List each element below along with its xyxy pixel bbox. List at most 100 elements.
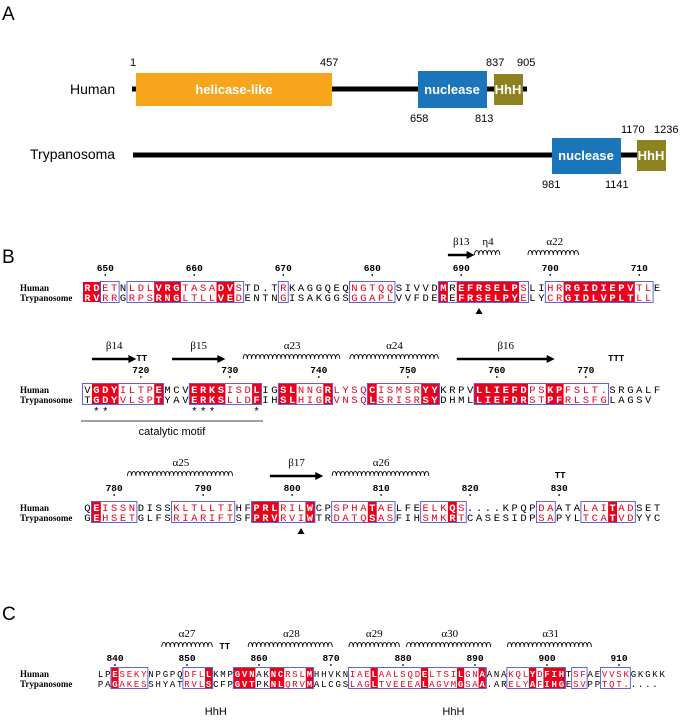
residue: R xyxy=(280,513,287,525)
residue: K xyxy=(263,670,269,680)
residue: A xyxy=(386,670,392,680)
residue: G xyxy=(271,385,277,397)
ruler-dot xyxy=(139,376,142,378)
residue: L xyxy=(476,395,482,407)
ss-label: η4 xyxy=(482,236,494,248)
residue: E xyxy=(400,680,405,690)
ruler-number: 800 xyxy=(284,483,301,494)
row-label-human: Human xyxy=(20,283,49,293)
residue: V xyxy=(396,293,403,305)
ss-label: β15 xyxy=(190,340,207,352)
residue: N xyxy=(472,670,477,680)
ruler-number: 680 xyxy=(364,263,381,274)
residue: S xyxy=(111,513,117,525)
residue: E xyxy=(595,670,600,680)
residue: S xyxy=(616,670,621,680)
residue: K xyxy=(440,513,447,525)
residue: . xyxy=(494,503,500,515)
residue: L xyxy=(583,503,589,515)
residue: C xyxy=(173,385,179,397)
similarity-box xyxy=(99,281,120,303)
identity-highlight xyxy=(545,384,564,404)
residue: T xyxy=(138,385,144,397)
residue: L xyxy=(236,395,242,407)
ruler-dot xyxy=(618,664,620,666)
residue: . xyxy=(645,680,650,690)
ruler-number: 770 xyxy=(577,365,594,376)
turn-marker: TTT xyxy=(608,354,625,364)
residue: S xyxy=(573,670,578,680)
ruler-number: 750 xyxy=(399,365,416,376)
residue: A xyxy=(501,670,507,680)
residue: W xyxy=(307,513,314,525)
residue: K xyxy=(289,283,296,295)
residue: E xyxy=(102,283,108,295)
residue: G xyxy=(316,385,322,397)
residue: R xyxy=(285,670,291,680)
residue: R xyxy=(280,283,287,295)
residue: Y xyxy=(565,513,572,525)
residue: M xyxy=(396,385,402,397)
human-hhh-label: HhH xyxy=(495,82,522,97)
identity-highlight xyxy=(421,668,429,688)
hhh-motif-label: HhH xyxy=(205,706,227,718)
residue: R xyxy=(556,293,563,305)
residue: Y xyxy=(511,293,518,305)
residue: P xyxy=(529,503,535,515)
residue: C xyxy=(278,670,284,680)
residue: F xyxy=(244,513,250,525)
residue: Y xyxy=(422,385,429,397)
residue: R xyxy=(262,513,269,525)
residue: K xyxy=(134,670,140,680)
residue: Q xyxy=(285,680,290,690)
residue: Y xyxy=(538,293,545,305)
residue: H xyxy=(314,670,319,680)
residue: A xyxy=(360,503,367,515)
catalytic-residue-star: * xyxy=(209,407,216,419)
identity-highlight xyxy=(111,668,119,688)
residue: E xyxy=(494,395,500,407)
residue: D xyxy=(538,503,544,515)
residue: I xyxy=(494,385,500,397)
alpha-helix-coil xyxy=(331,471,430,477)
residue: G xyxy=(112,680,117,690)
residue: P xyxy=(147,385,153,397)
residue: P xyxy=(227,670,232,680)
ruler-dot xyxy=(380,494,383,496)
residue: Q xyxy=(449,503,455,515)
residue: F xyxy=(218,513,224,525)
residue: V xyxy=(182,385,189,397)
residue: K xyxy=(440,503,447,515)
ss-label: α27 xyxy=(179,628,196,640)
residue: S xyxy=(155,503,161,515)
residue: Y xyxy=(164,395,171,407)
residue: R xyxy=(449,283,456,295)
residue: L xyxy=(350,680,355,690)
residue: R xyxy=(280,503,287,515)
identity-highlight xyxy=(252,502,279,522)
ruler-dot xyxy=(371,274,374,276)
residue: S xyxy=(476,293,482,305)
residue: F xyxy=(654,385,660,397)
residue: D xyxy=(537,670,542,680)
residue: Q xyxy=(84,503,90,515)
residue: I xyxy=(551,670,556,680)
residue: C xyxy=(213,680,219,690)
residue: M xyxy=(440,283,446,295)
residue: R xyxy=(200,385,207,397)
residue: R xyxy=(440,293,447,305)
residue: A xyxy=(357,680,363,690)
similarity-box xyxy=(182,667,214,689)
residue: Q xyxy=(387,283,393,295)
identity-highlight xyxy=(83,282,101,302)
identity-highlight xyxy=(91,502,101,522)
nuclease-start-number: 658 xyxy=(410,113,428,125)
residue: P xyxy=(609,293,615,305)
residue: A xyxy=(119,680,125,690)
residue: A xyxy=(636,385,643,397)
residue: S xyxy=(387,513,393,525)
residue: T xyxy=(227,513,233,525)
similarity-box xyxy=(506,667,566,689)
